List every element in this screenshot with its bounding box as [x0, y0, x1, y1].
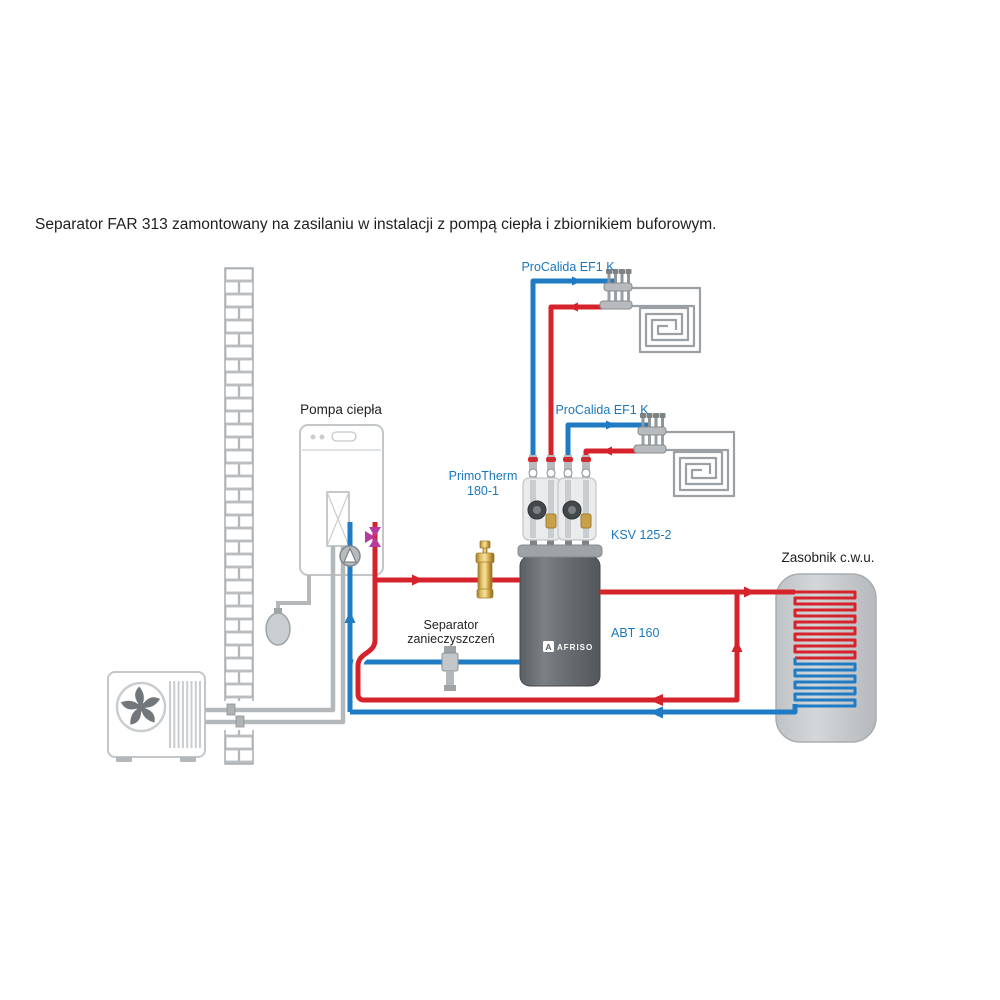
dirt-separator	[441, 646, 459, 691]
dhw-return-line	[350, 704, 798, 715]
label-abt: ABT 160	[611, 626, 659, 640]
dhw-supply-lower-line	[355, 580, 740, 703]
buffer-tank: A AFRISO	[519, 555, 601, 687]
loop1-supply	[548, 304, 604, 456]
arrow-blue-right	[572, 276, 582, 286]
indoor-unit-display	[331, 431, 357, 442]
outdoor-unit	[107, 671, 206, 762]
flow-arrows	[344, 276, 756, 719]
label-separator-2: zanieczyszczeń	[407, 632, 495, 646]
label-procalida-mid: ProCalida EF1 K	[555, 403, 649, 417]
mixing-valve	[365, 527, 381, 547]
heatpump-supply-line	[372, 522, 520, 583]
dhw-coil-hot	[793, 590, 857, 660]
arrow-red-right	[412, 574, 424, 586]
arrow-red-right	[744, 586, 756, 598]
label-pompa-ciepla: Pompa ciepła	[300, 402, 382, 417]
arrow-red-left	[602, 446, 612, 456]
expansion-vessel	[265, 575, 311, 646]
supply-pipes	[355, 304, 795, 703]
far-313-separator	[475, 540, 495, 599]
dhw-coil	[793, 590, 857, 708]
arrow-red-left	[568, 302, 578, 312]
arrow-red-left	[649, 694, 663, 706]
ksv-distribution-beam	[517, 544, 603, 558]
label-primotherm-2: 180-1	[467, 484, 499, 498]
afriso-logo-letter: A	[545, 642, 551, 652]
label-primotherm-1: PrimoTherm	[449, 469, 518, 483]
dhw-coil-cold	[793, 658, 857, 708]
floor-loop-1	[598, 267, 702, 354]
arrow-blue-up	[344, 611, 356, 623]
arrow-red-up	[731, 640, 743, 652]
label-zasobnik: Zasobnik c.w.u.	[781, 550, 874, 565]
label-separator-1: Separator	[424, 618, 479, 632]
indoor-unit-led	[310, 434, 316, 440]
pipe-fitting	[235, 715, 245, 728]
floor-loop-2	[632, 411, 736, 498]
indoor-unit-led	[319, 434, 325, 440]
pump-group-2	[557, 454, 597, 548]
arrow-blue-left	[649, 706, 663, 719]
pump-group-1	[522, 454, 562, 548]
label-ksv: KSV 125-2	[611, 528, 672, 542]
afriso-logo: A AFRISO	[543, 641, 593, 652]
page-title: Separator FAR 313 zamontowany na zasilan…	[35, 216, 716, 233]
arrow-blue-right	[606, 420, 616, 430]
fan-icon	[120, 686, 160, 725]
pipe-fitting	[226, 703, 236, 716]
loop2-return	[565, 422, 648, 456]
circulation-pump	[339, 545, 361, 567]
refrigerant-pipes	[205, 546, 346, 725]
vessel-pipe	[276, 575, 311, 612]
loop1-return	[530, 278, 614, 456]
outdoor-unit-grille	[169, 681, 201, 748]
brick-wall	[221, 267, 257, 765]
loop2-supply	[583, 448, 638, 456]
label-procalida-top: ProCalida EF1 K	[521, 260, 615, 274]
afriso-logo-text: AFRISO	[557, 643, 593, 652]
